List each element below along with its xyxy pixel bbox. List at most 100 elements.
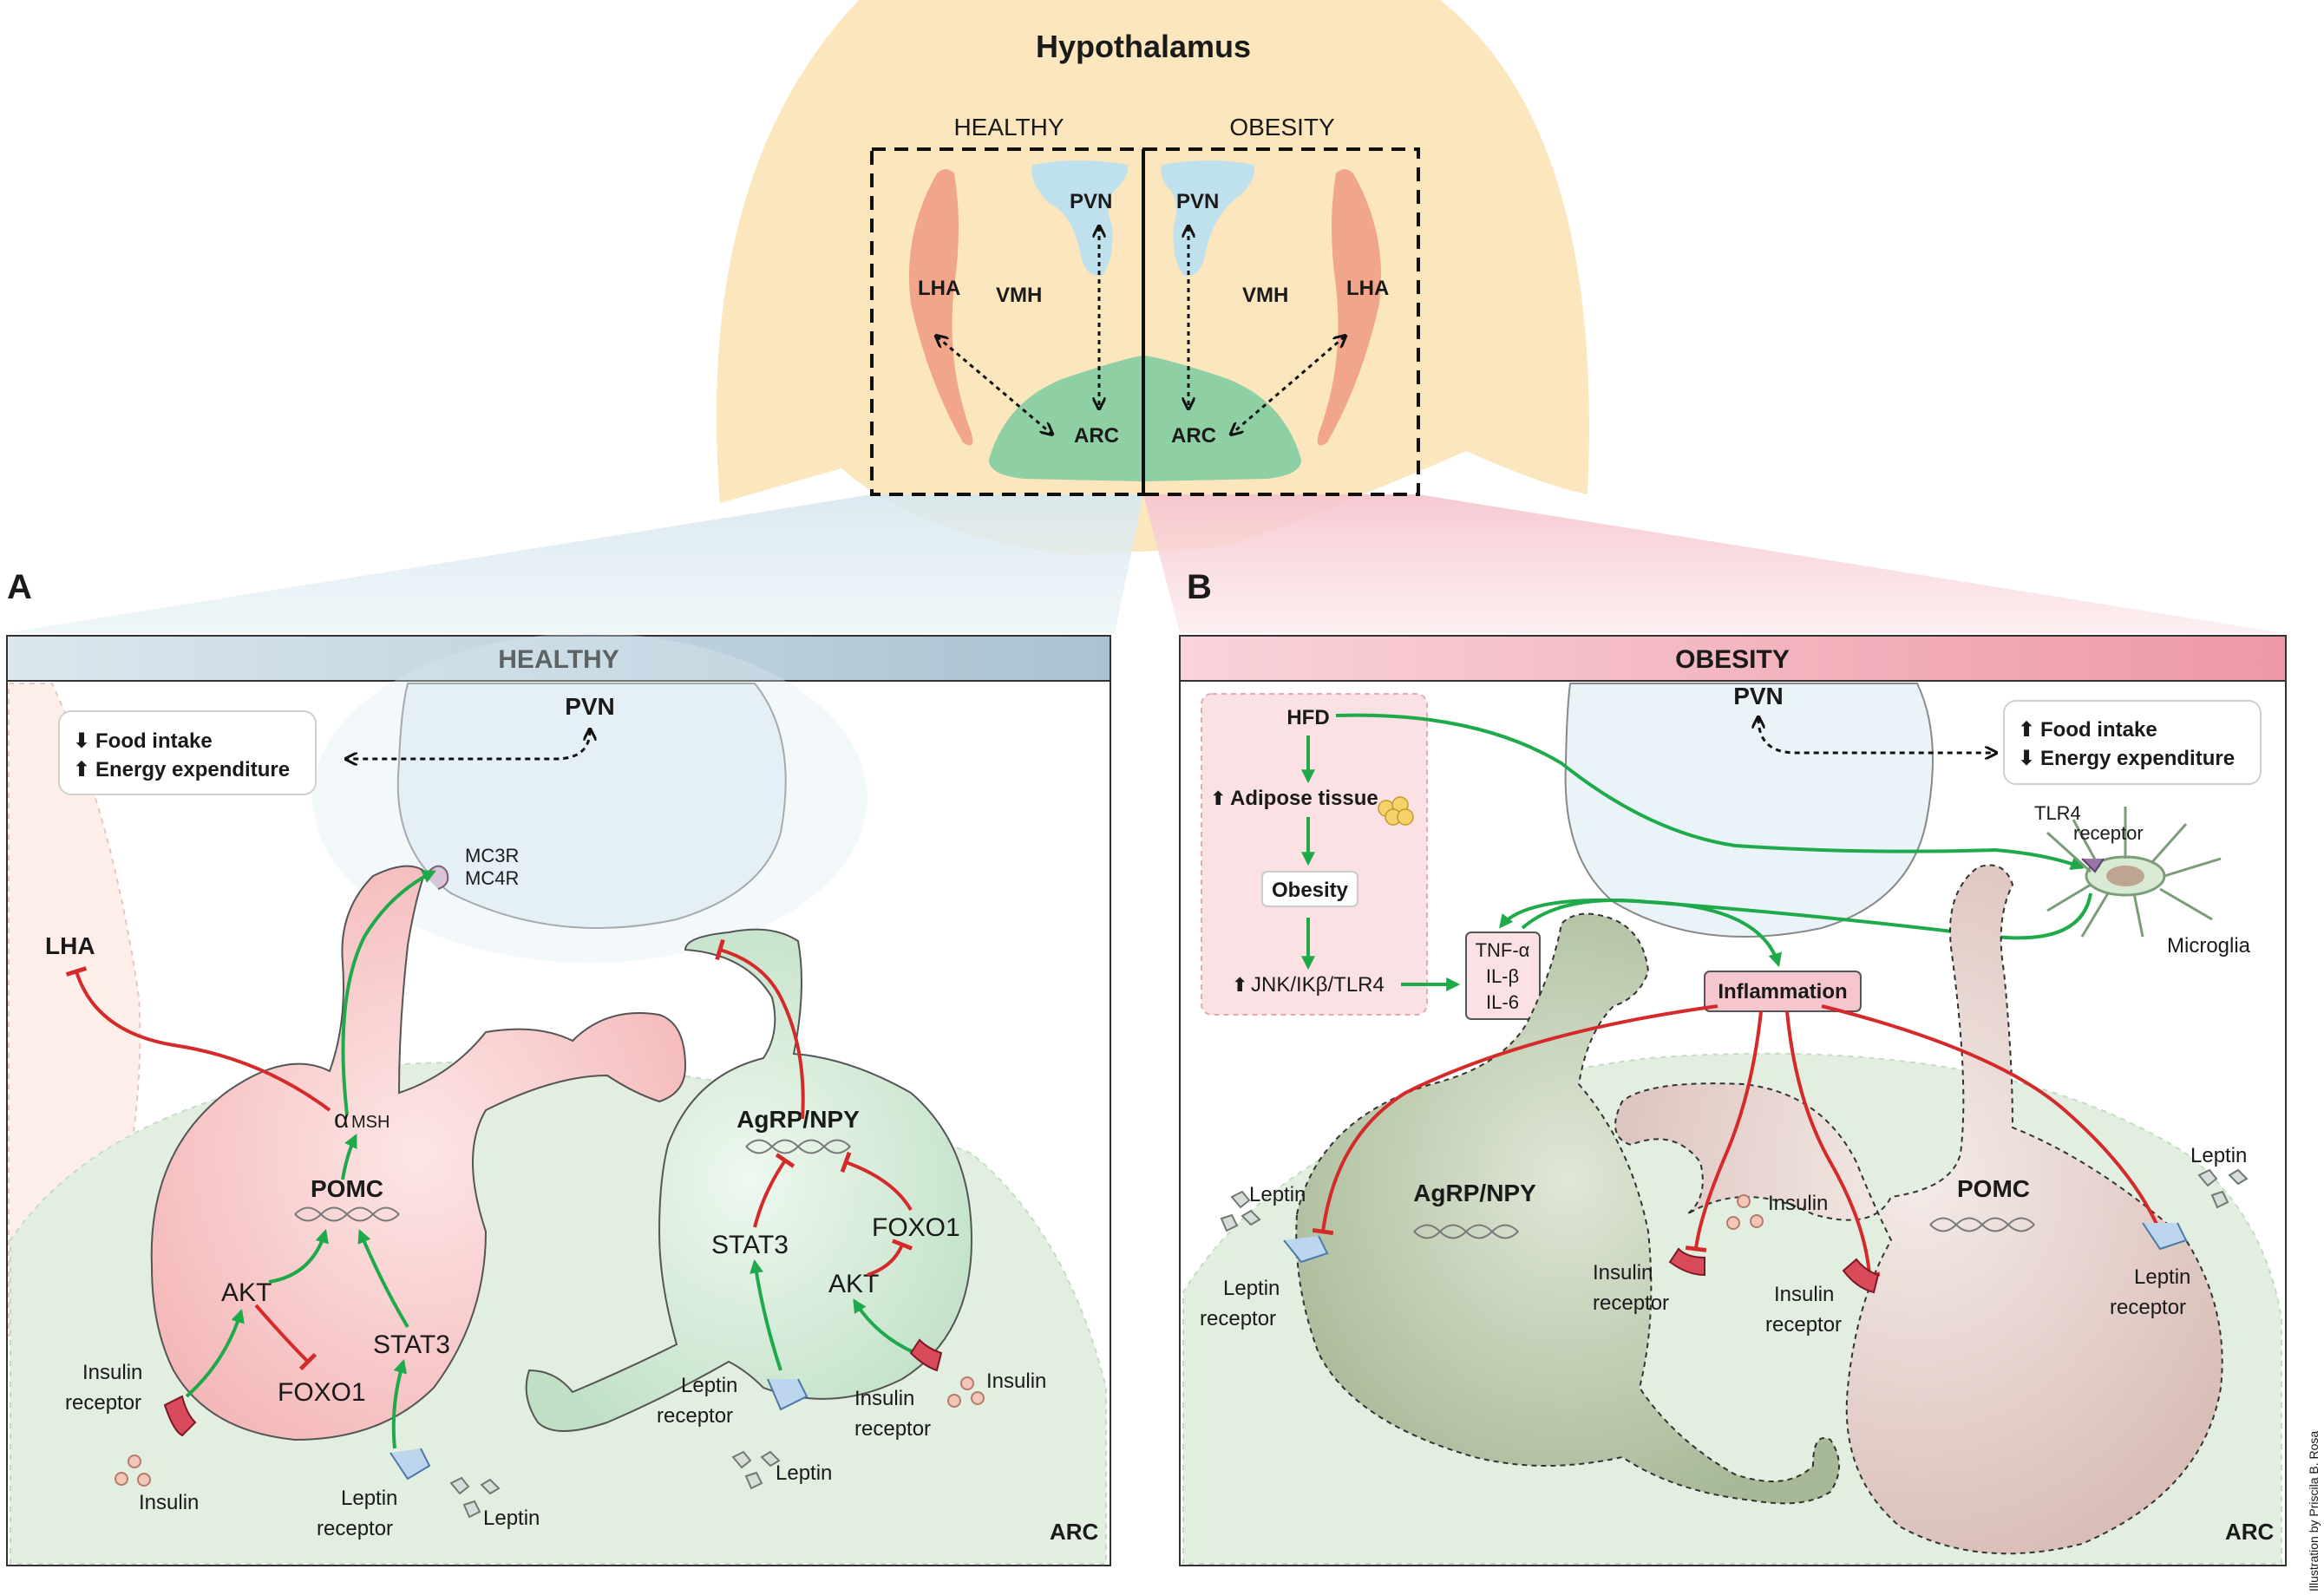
akt-foxo1-inhibition-right [867, 1239, 913, 1277]
leptin-receptor-b-left-2: receptor [1200, 1307, 1276, 1330]
pomc-cell-b [1614, 864, 2223, 1555]
agrp-cell-b [1295, 912, 1840, 1505]
insulin-molecules-a-right [947, 1376, 985, 1408]
fat-cells-icon [1378, 796, 1414, 826]
akt-label-a-left: AKT [221, 1278, 272, 1307]
leptin-receptor-icon-a-right [767, 1378, 808, 1411]
insulin-receptor-a-right-1: Insulin [854, 1387, 914, 1410]
adipose-label: Adipose tissue [1230, 787, 1378, 810]
inflammation-to-leptin-right-inhibition [1821, 1004, 2170, 1238]
pvn-label-obesity: PVN [1176, 190, 1219, 213]
insulin-receptor-b-right-2: receptor [1765, 1313, 1842, 1337]
agrp-label-b: AgRP/NPY [1413, 1180, 1536, 1206]
insulin-receptor-a-right-2: receptor [854, 1417, 931, 1441]
pomc-label-a: POMC [311, 1175, 383, 1202]
outcome-arrow-b-1: ⬆ [2018, 718, 2035, 742]
leptin-label-a-right: Leptin [776, 1461, 832, 1485]
tlr4-receptor-icon [2081, 858, 2105, 873]
leptin-to-stat3-arrow [391, 1358, 407, 1449]
insulin-receptor-a-left-2: receptor [65, 1391, 141, 1415]
il1-label: IL-β [1486, 965, 1519, 987]
hfd-cascade-box [1201, 693, 1428, 1016]
dna-icon-agrp-a [745, 1139, 851, 1154]
insulin-receptor-icon-a-right [909, 1338, 943, 1372]
jnk-label: JNK/IKβ/TLR4 [1251, 973, 1385, 997]
leptin-molecules-b-left [1220, 1190, 1261, 1232]
agrp-to-terminal-inhibition [715, 938, 805, 1120]
insulin-receptor-icon-a-left [163, 1395, 197, 1437]
insulin-receptor-icon-b-right [1842, 1258, 1880, 1294]
jnk-arrow: ⬆ [1232, 974, 1247, 996]
insulin-label-b-mid: Insulin [1768, 1192, 1828, 1215]
stat3-agrp-inhibition [753, 1153, 795, 1228]
leptin-receptor-icon-b-right [2142, 1222, 2188, 1251]
cytokine-box [1465, 932, 1541, 1020]
microglia-nucleus [2106, 866, 2144, 886]
lha-label-obesity: LHA [1346, 277, 1389, 300]
outcome-arrow-b-2: ⬇ [2018, 747, 2035, 770]
insulin-to-akt-arrow [185, 1308, 245, 1398]
obesity-label: OBESITY [1229, 114, 1335, 141]
pvn-output-arrow-a [347, 730, 590, 759]
pvn-output-arrow-b [1758, 718, 1995, 753]
obesity-box-label: Obesity [1272, 879, 1349, 902]
panel-b-letter: B [1187, 568, 1212, 606]
insulin-receptor-icon-b-mid [1668, 1247, 1705, 1277]
hfd-to-microglia-arrow [1335, 713, 2085, 870]
leptin-molecules-a-left [449, 1476, 501, 1519]
pvn-label-healthy: PVN [1070, 190, 1112, 213]
insulin-receptor-b-mid-2: receptor [1593, 1291, 1669, 1315]
lha-label-healthy: LHA [918, 277, 960, 300]
healthy-label: HEALTHY [953, 114, 1064, 141]
foxo1-label-a-right: FOXO1 [872, 1213, 960, 1242]
microglia-to-cytokines-arrow [1499, 892, 2092, 940]
leptin-receptor-b-left-1: Leptin [1223, 1277, 1280, 1300]
arc-label-healthy: ARC [1074, 424, 1119, 448]
illustration-credit: Illustration by Priscila B. Rosa [2307, 1431, 2321, 1592]
pomc-cell-a [150, 865, 687, 1441]
stat3-to-pomc-arrow [357, 1229, 409, 1329]
outcome-box-a [58, 710, 317, 795]
akt-to-pomc-arrow [268, 1228, 329, 1284]
dna-icon-pomc-a [294, 1206, 400, 1222]
adipose-arrow: ⬆ [1210, 788, 1226, 809]
insulin-receptor-b-mid-1: Insulin [1593, 1261, 1653, 1284]
mc3r-label: MC3R [465, 845, 519, 866]
obesity-frame [1142, 147, 1420, 496]
amsh-to-mc4r-arrow [341, 870, 436, 1115]
il6-label: IL-6 [1486, 991, 1519, 1013]
leptin-label-b-left: Leptin [1249, 1183, 1306, 1206]
vmh-label-healthy: VMH [996, 284, 1042, 307]
mc4r-label: MC4R [465, 867, 519, 889]
foxo1-label-a-left: FOXO1 [278, 1378, 366, 1407]
amsh-msh: MSH [351, 1113, 390, 1132]
panel-b-header [1179, 635, 2287, 682]
inflammation-to-insulin-right-inhibition [1785, 1010, 1881, 1278]
outcome-arrow-a-1: ⬇ [73, 729, 90, 753]
arc-label-a: ARC [1050, 1519, 1099, 1545]
lha-nucleus-obesity [1317, 169, 1381, 446]
leptin-molecules-b-right [2197, 1168, 2249, 1209]
insulin-molecules-a-left [115, 1454, 151, 1487]
panel-a-header-title: HEALTHY [498, 645, 619, 674]
tlr4-label-2: receptor [2073, 822, 2144, 844]
panel-a-letter: A [7, 568, 32, 606]
pomc-to-amsh-arrow [341, 1134, 357, 1180]
outcome-food-b: Food intake [2040, 718, 2157, 742]
tnf-label: TNF-α [1476, 939, 1530, 961]
hfd-label: HFD [1286, 706, 1329, 729]
leptin-receptor-b-right-2: receptor [2110, 1296, 2186, 1319]
pvn-glow-a [312, 633, 867, 963]
leptin-to-stat3-arrow-right [750, 1258, 782, 1371]
leptin-receptor-a-right-2: receptor [657, 1404, 733, 1428]
insulin-receptor-a-left-1: Insulin [82, 1361, 142, 1384]
microglia-label: Microglia [2167, 934, 2251, 958]
leptin-receptor-icon-a-left [390, 1448, 431, 1481]
panel-a-header [6, 635, 1111, 682]
cytokines-to-inflammation-arrow [1521, 899, 1782, 968]
lha-arc-arrow-obesity [1232, 337, 1345, 434]
insulin-to-akt-arrow-right [853, 1298, 916, 1355]
stat3-label-a-left: STAT3 [373, 1330, 450, 1359]
vmh-label-obesity: VMH [1242, 284, 1288, 307]
